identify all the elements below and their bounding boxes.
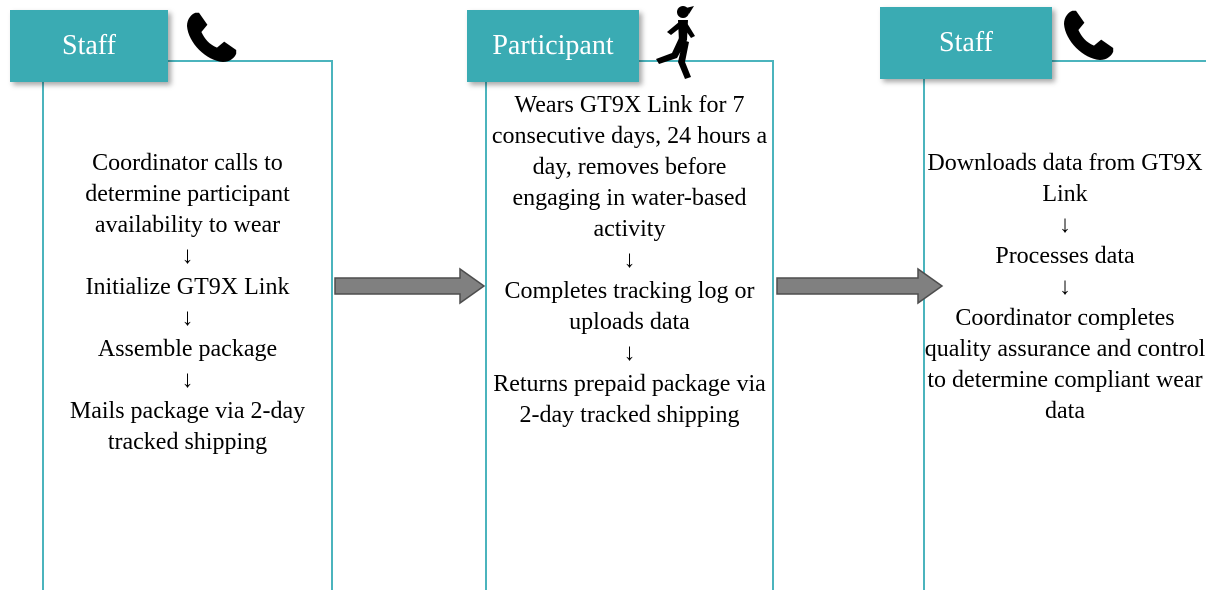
down-arrow-icon: ↓ xyxy=(623,340,636,366)
step-text: Coordinator calls to determine participa… xyxy=(85,150,290,238)
step-text: Returns prepaid package via 2-day tracke… xyxy=(493,371,766,428)
flow-arrow-icon xyxy=(776,267,944,305)
participant-steps: Wears GT9X Link for 7 consecutive days, … xyxy=(487,90,772,431)
down-arrow-icon: ↓ xyxy=(181,243,194,269)
step-text: Mails package via 2-day tracked shipping xyxy=(69,398,306,455)
staff-steps-1: Coordinator calls to determine participa… xyxy=(44,148,331,458)
down-arrow-icon: ↓ xyxy=(1059,274,1071,300)
flow-arrow-icon xyxy=(334,267,486,305)
staff-steps-2: Downloads data from GT9X Link ↓ Processe… xyxy=(924,148,1206,427)
staff-header-1: Staff xyxy=(10,10,168,82)
phone-icon xyxy=(187,12,237,63)
step-text: Completes tracking log or uploads data xyxy=(504,278,755,335)
step-text: Initialize GT9X Link xyxy=(85,274,290,300)
step-text: Processes data xyxy=(995,243,1135,269)
down-arrow-icon: ↓ xyxy=(1059,212,1071,238)
step-text: Assemble package xyxy=(97,336,278,362)
participant-header: Participant xyxy=(467,10,639,82)
step-text: Coordinator completes quality assurance … xyxy=(924,305,1206,424)
step-text: Wears GT9X Link for 7 consecutive days, … xyxy=(491,92,768,242)
staff-panel-1 xyxy=(42,60,333,590)
down-arrow-icon: ↓ xyxy=(623,247,636,273)
staff-panel-2 xyxy=(923,60,1206,590)
down-arrow-icon: ↓ xyxy=(181,367,194,393)
down-arrow-icon: ↓ xyxy=(181,305,194,331)
staff-header-2: Staff xyxy=(880,7,1052,79)
phone-icon xyxy=(1064,10,1114,61)
step-text: Downloads data from GT9X Link xyxy=(927,150,1203,207)
runner-icon xyxy=(656,6,695,79)
